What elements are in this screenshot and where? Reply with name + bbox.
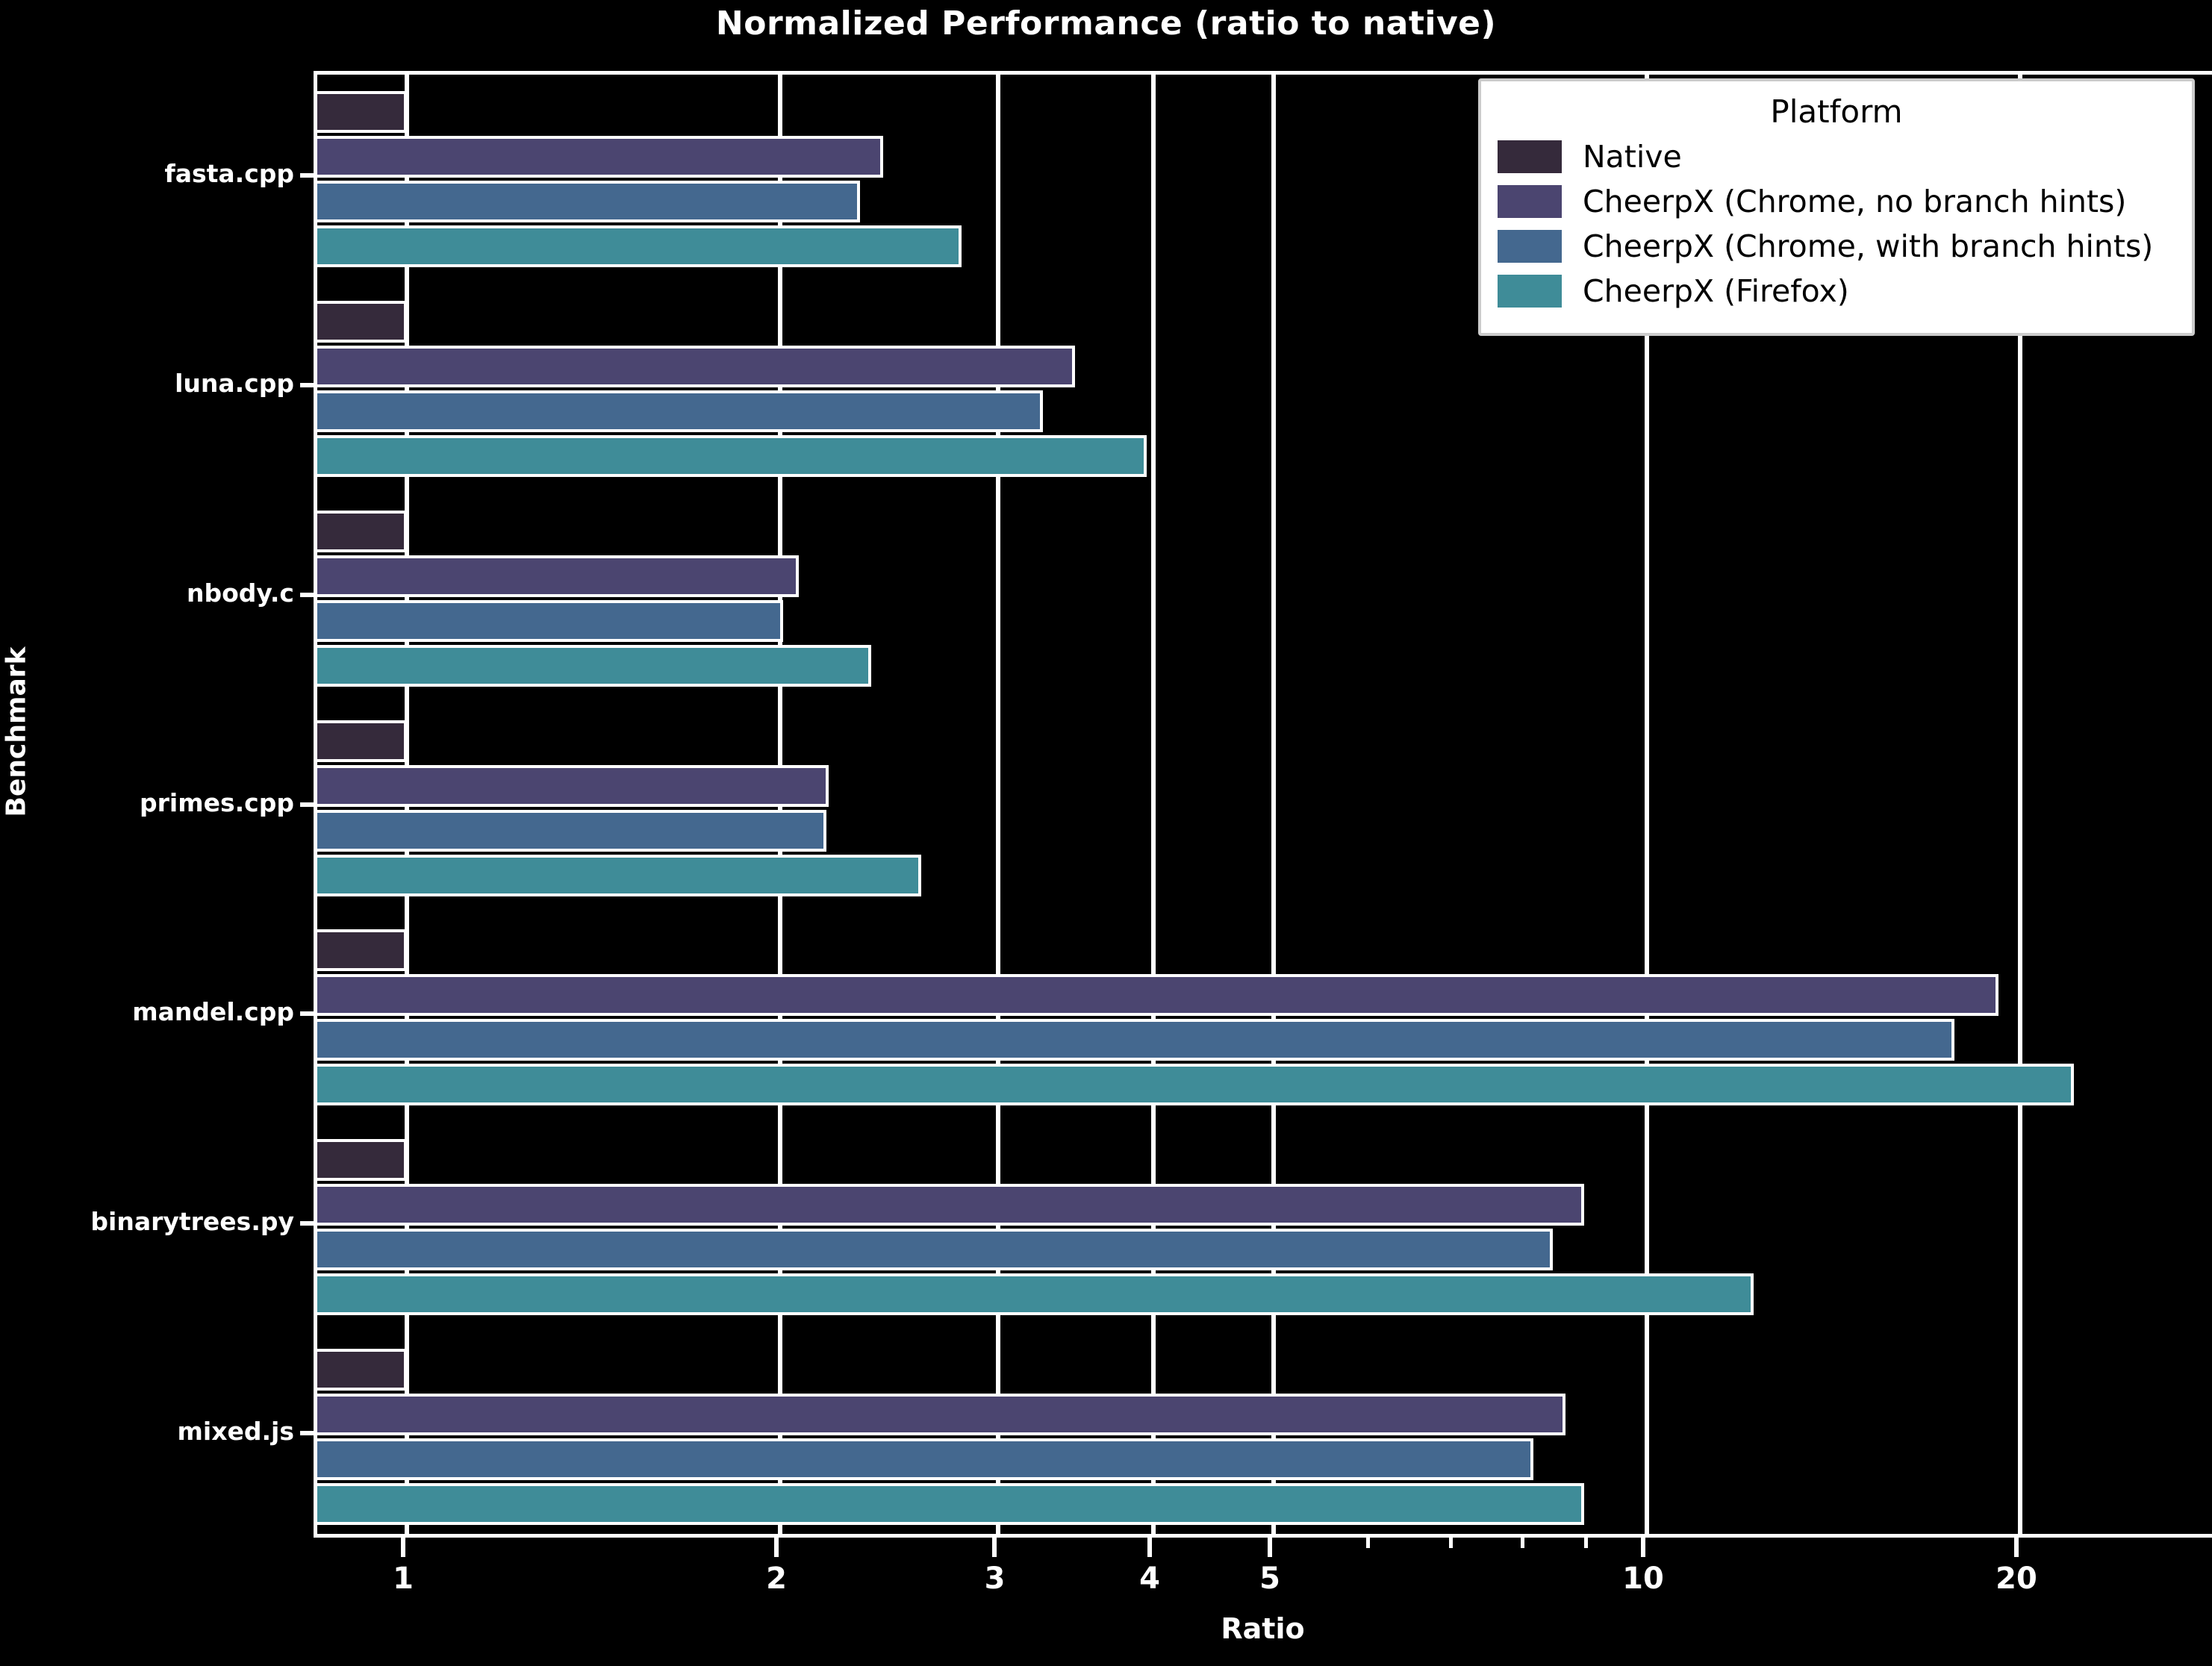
legend-swatch-icon <box>1498 185 1562 218</box>
x-tick-mark-4 <box>1147 1538 1153 1557</box>
x-tick-label-10: 10 <box>1622 1562 1664 1596</box>
gridline-4 <box>1151 75 1156 1534</box>
bar-mandel-cpp-Native <box>317 929 407 972</box>
y-tick-label-nbody-c: nbody.c <box>187 578 294 608</box>
x-tick-label-20: 20 <box>1996 1562 2037 1596</box>
bar-mandel-cpp-CheerpX-Chrome-with-branch-hints- <box>317 1019 1954 1061</box>
bar-fasta-cpp-CheerpX-Chrome-no-branch-hints- <box>317 136 883 178</box>
x-tick-mark-8 <box>1521 1538 1525 1548</box>
y-tick-mark <box>300 592 314 597</box>
bar-binarytrees-py-CheerpX-Chrome-no-branch-hints- <box>317 1183 1584 1226</box>
y-tick-mark <box>300 1011 314 1017</box>
y-tick-label-fasta-cpp: fasta.cpp <box>164 159 294 189</box>
legend-item-cheerpx-chrome-with-branch-hints-[interactable]: CheerpX (Chrome, with branch hints) <box>1498 228 2175 264</box>
y-tick-mark <box>300 1430 314 1435</box>
y-tick-mark <box>300 383 314 388</box>
legend-label: CheerpX (Firefox) <box>1583 273 1849 309</box>
gridline-3 <box>996 75 1001 1534</box>
y-tick-label-binarytrees-py: binarytrees.py <box>90 1206 294 1236</box>
legend-swatch-icon <box>1498 140 1562 173</box>
legend-label: CheerpX (Chrome, no branch hints) <box>1583 184 2127 219</box>
legend-item-cheerpx-firefox-[interactable]: CheerpX (Firefox) <box>1498 273 2175 309</box>
x-tick-mark-3 <box>992 1538 997 1557</box>
bar-primes-cpp-CheerpX-Chrome-no-branch-hints- <box>317 764 829 807</box>
bar-luna-cpp-Native <box>317 301 407 343</box>
bar-fasta-cpp-Native <box>317 91 407 134</box>
plot-inner <box>317 75 2212 1534</box>
gridline-10 <box>1645 75 1649 1534</box>
legend-title: Platform <box>1770 93 1903 130</box>
gridline-20 <box>2018 75 2022 1534</box>
legend-swatch-icon <box>1498 275 1562 308</box>
y-tick-label-mixed-js: mixed.js <box>177 1416 294 1446</box>
x-tick-mark-20 <box>2014 1538 2019 1557</box>
x-tick-mark-5 <box>1267 1538 1272 1557</box>
chart-title: Normalized Performance (ratio to native) <box>715 4 1497 43</box>
x-tick-mark-1 <box>401 1538 405 1557</box>
x-tick-label-2: 2 <box>766 1562 787 1596</box>
bar-primes-cpp-Native <box>317 720 407 762</box>
y-tick-mark <box>300 173 314 178</box>
legend-label: Native <box>1583 139 1682 175</box>
bar-primes-cpp-CheerpX-Chrome-with-branch-hints- <box>317 809 827 852</box>
y-tick-mark <box>300 1220 314 1226</box>
bar-nbody-c-Native <box>317 510 407 552</box>
bar-mixed-js-CheerpX-Firefox- <box>317 1482 1584 1525</box>
x-tick-label-4: 4 <box>1139 1562 1160 1596</box>
legend-item-cheerpx-chrome-no-branch-hints-[interactable]: CheerpX (Chrome, no branch hints) <box>1498 184 2175 219</box>
gridline-5 <box>1271 75 1276 1534</box>
bar-binarytrees-py-CheerpX-Firefox- <box>317 1273 1754 1315</box>
bar-nbody-c-CheerpX-Chrome-with-branch-hints- <box>317 599 783 642</box>
bar-nbody-c-CheerpX-Chrome-no-branch-hints- <box>317 555 799 597</box>
y-tick-label-luna-cpp: luna.cpp <box>175 369 294 399</box>
y-tick-mark <box>300 802 314 807</box>
bar-luna-cpp-CheerpX-Firefox- <box>317 435 1147 478</box>
x-tick-mark-7 <box>1448 1538 1453 1548</box>
y-tick-label-primes-cpp: primes.cpp <box>140 787 294 817</box>
bar-fasta-cpp-CheerpX-Firefox- <box>317 225 962 268</box>
legend-label: CheerpX (Chrome, with branch hints) <box>1583 228 2154 264</box>
bar-mandel-cpp-CheerpX-Chrome-no-branch-hints- <box>317 974 1998 1017</box>
bar-mixed-js-CheerpX-Chrome-with-branch-hints- <box>317 1438 1533 1480</box>
legend-item-native[interactable]: Native <box>1498 139 2175 175</box>
x-tick-mark-2 <box>774 1538 779 1557</box>
bar-luna-cpp-CheerpX-Chrome-with-branch-hints- <box>317 390 1044 433</box>
bar-mixed-js-CheerpX-Chrome-no-branch-hints- <box>317 1393 1566 1435</box>
bar-binarytrees-py-CheerpX-Chrome-with-branch-hints- <box>317 1228 1554 1270</box>
x-tick-label-3: 3 <box>984 1562 1006 1596</box>
bar-fasta-cpp-CheerpX-Chrome-with-branch-hints- <box>317 181 861 223</box>
bar-mandel-cpp-CheerpX-Firefox- <box>317 1064 2075 1106</box>
bar-luna-cpp-CheerpX-Chrome-no-branch-hints- <box>317 346 1076 388</box>
bar-primes-cpp-CheerpX-Firefox- <box>317 854 922 896</box>
bar-nbody-c-CheerpX-Firefox- <box>317 644 872 687</box>
x-tick-mark-9 <box>1583 1538 1588 1548</box>
bar-mixed-js-Native <box>317 1348 407 1391</box>
x-tick-label-1: 1 <box>393 1562 414 1596</box>
legend-swatch-icon <box>1498 230 1562 263</box>
x-axis-label: Ratio <box>1221 1612 1305 1645</box>
y-tick-label-mandel-cpp: mandel.cpp <box>132 997 294 1027</box>
x-tick-label-5: 5 <box>1259 1562 1280 1596</box>
bar-binarytrees-py-Native <box>317 1138 407 1181</box>
x-tick-mark-6 <box>1365 1538 1370 1548</box>
x-tick-mark-10 <box>1641 1538 1645 1557</box>
